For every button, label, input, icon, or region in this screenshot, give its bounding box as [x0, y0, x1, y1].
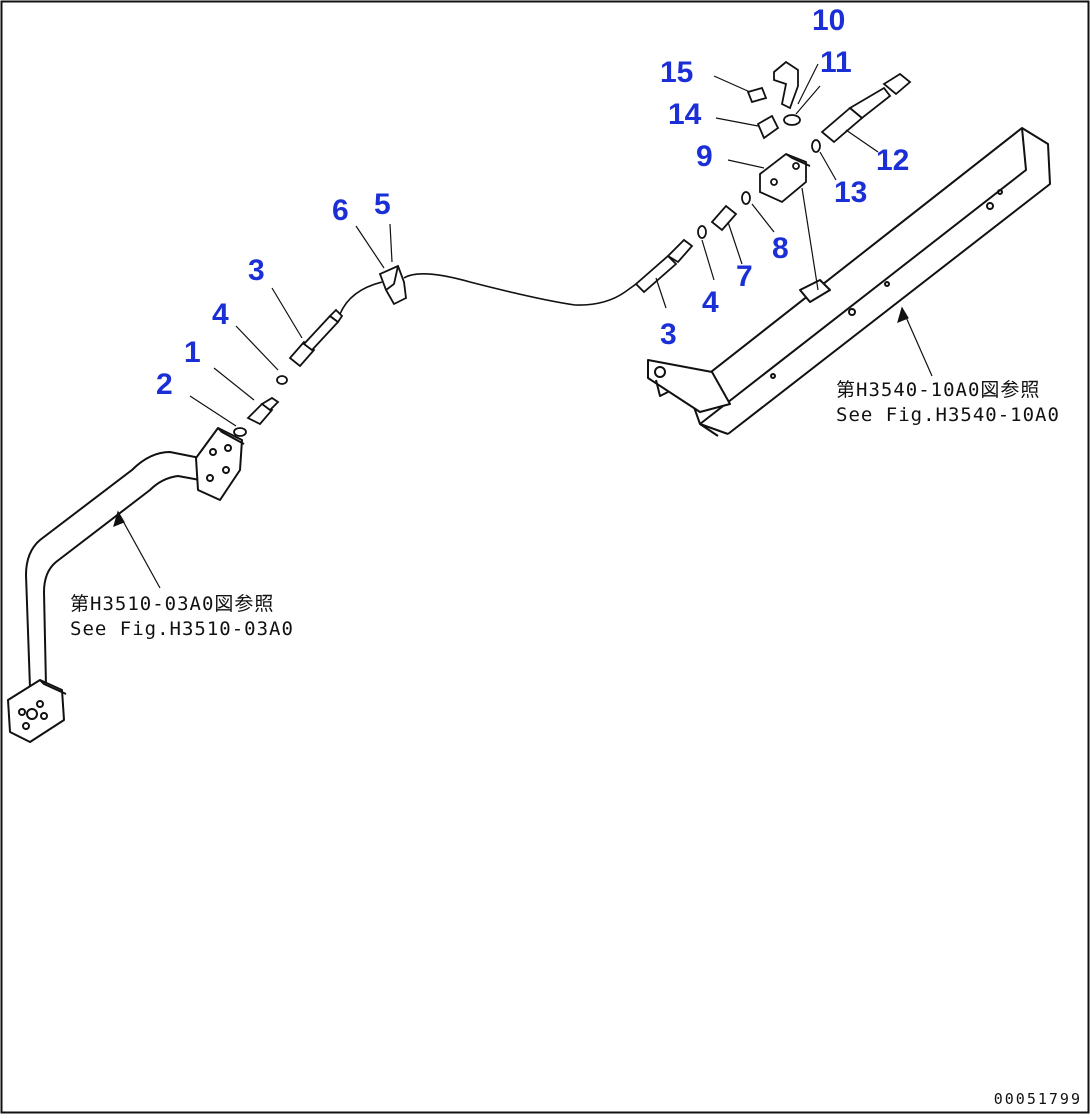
leader-lines	[113, 63, 933, 589]
callout-7: 7	[736, 260, 753, 293]
right-frame-beam	[647, 127, 1051, 437]
callout-14: 14	[668, 98, 702, 131]
clamp-5-6	[378, 264, 407, 306]
connector-7	[710, 204, 738, 232]
callout-3-left: 3	[248, 254, 265, 287]
washer-11	[783, 114, 801, 126]
o-ring-13	[811, 139, 821, 153]
callout-2: 2	[156, 368, 173, 401]
o-ring-8	[741, 191, 751, 205]
connector-1	[246, 402, 274, 426]
callout-10: 10	[812, 4, 845, 37]
callout-numbers: 1 2 3 4 5 6 3 4 7 8 9 10 11 12 13 14 15	[156, 4, 909, 401]
callout-13: 13	[834, 176, 867, 209]
callout-5: 5	[374, 188, 391, 221]
hose-end-3-right	[634, 254, 678, 294]
right-fittings	[634, 60, 912, 294]
reference-right-jp: 第H3540-10A0図参照	[836, 379, 1040, 401]
o-ring-4-right	[697, 225, 707, 239]
callout-12: 12	[876, 144, 909, 177]
callout-9: 9	[696, 140, 713, 173]
reference-right-en: See Fig.H3540-10A0	[836, 404, 1060, 426]
o-ring-4-left	[276, 375, 288, 385]
o-ring-2	[233, 427, 247, 437]
left-pipe-assembly	[7, 427, 245, 743]
callout-4-left: 4	[212, 298, 229, 331]
callout-1: 1	[184, 336, 201, 369]
bolt-10	[773, 60, 799, 110]
reference-left-en: See Fig.H3510-03A0	[70, 618, 294, 640]
fitting-14	[756, 114, 780, 140]
callout-11: 11	[820, 46, 852, 79]
reference-left-jp: 第H3510-03A0図参照	[70, 593, 274, 615]
harness-line	[339, 273, 637, 315]
document-id: 00051799	[994, 1090, 1082, 1108]
callout-15: 15	[660, 56, 693, 89]
plug-15	[746, 86, 768, 104]
callout-4-right: 4	[702, 286, 719, 319]
callout-3-right: 3	[660, 318, 677, 351]
reference-notes: 第H3510-03A0図参照 See Fig.H3510-03A0 第H3540…	[70, 379, 1060, 640]
callout-8: 8	[772, 232, 789, 265]
callout-6: 6	[332, 194, 349, 227]
left-fittings	[233, 308, 344, 437]
